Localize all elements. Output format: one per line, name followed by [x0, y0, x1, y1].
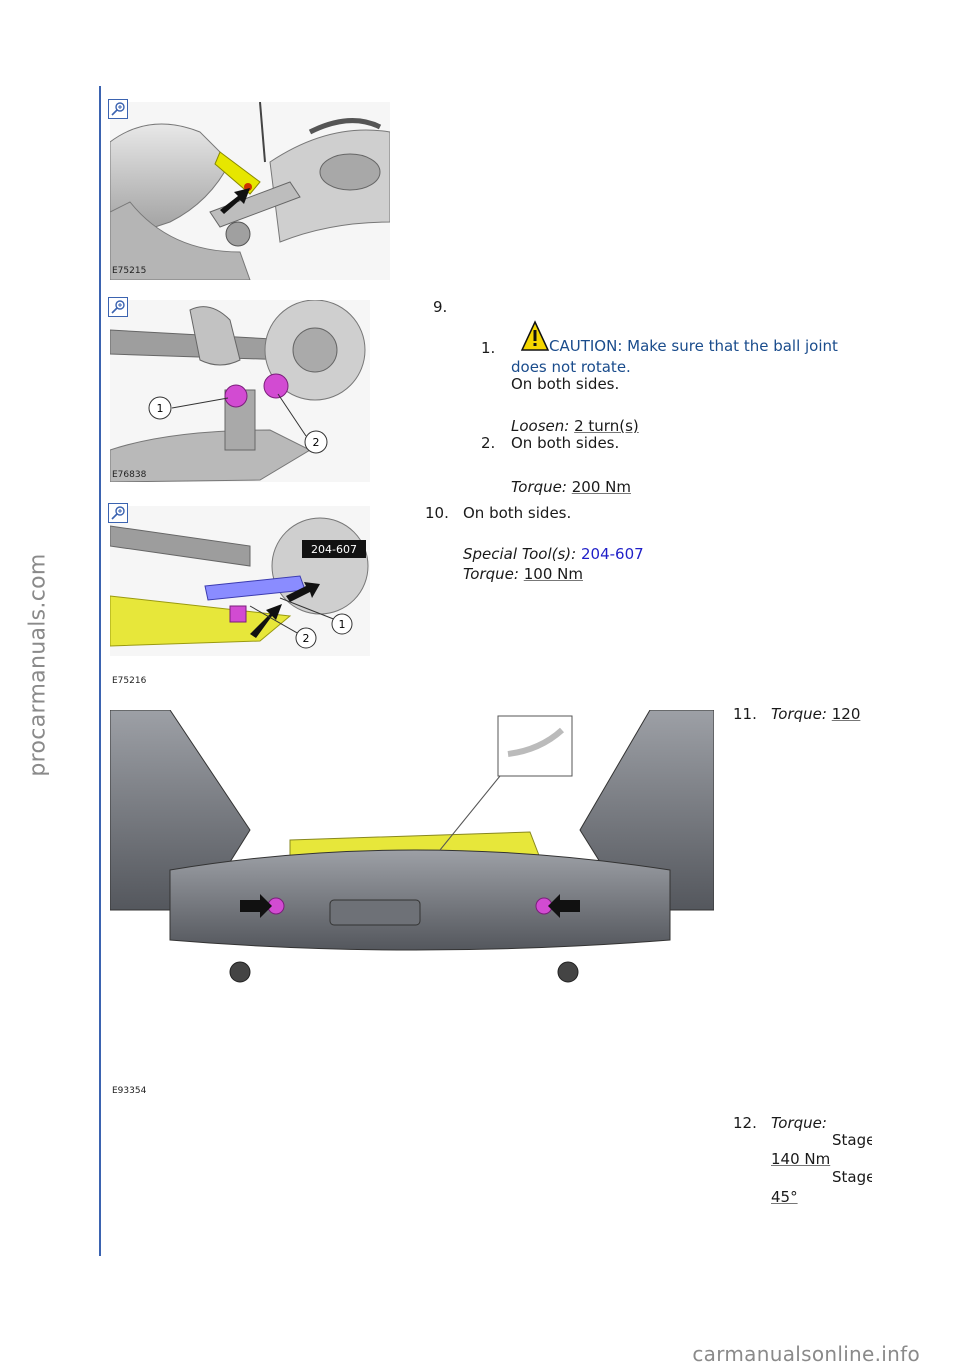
torque-value: 120 — [831, 705, 861, 723]
torque-label: Torque: — [771, 705, 827, 723]
watermark-bottom: carmanualsonline.info — [692, 1342, 920, 1366]
torque-spec-10: Torque: 100 Nm — [463, 565, 583, 583]
torque-label: Torque: — [771, 1114, 827, 1132]
step-9-2-number: 2. — [481, 434, 496, 452]
step-12-number: 12. — [733, 1114, 757, 1132]
figure-4-illustration — [110, 710, 714, 990]
figure-2-callout-2: 2 — [313, 436, 320, 449]
special-tool-spec: Special Tool(s): 204-607 — [463, 545, 644, 563]
figure-2-callout-1: 1 — [157, 402, 164, 415]
loosen-value: 2 turn(s) — [574, 417, 639, 435]
figure-3-callout-1: 1 — [339, 618, 346, 631]
figure-3-callout-2: 2 — [303, 632, 310, 645]
step-10-text: On both sides. — [463, 504, 572, 522]
figure-1-illustration — [110, 102, 390, 280]
figure-4: E93354 — [110, 710, 714, 1100]
zoom-icon[interactable] — [108, 503, 128, 523]
loosen-label: Loosen: — [511, 417, 570, 435]
step-9-1-number: 1. — [481, 339, 496, 357]
figure-2: 1 2 E76838 — [110, 300, 370, 482]
special-tool-label: Special Tool(s): — [463, 545, 577, 563]
figure-1-id: E75215 — [112, 266, 147, 276]
stage-1-value: 140 Nm — [771, 1150, 831, 1168]
loosen-spec: Loosen: 2 turn(s) — [511, 417, 639, 435]
figure-1: E75215 — [110, 102, 390, 280]
caution-icon — [520, 320, 550, 358]
zoom-icon[interactable] — [108, 297, 128, 317]
caution-line-1: CAUTION: Make sure that the ball joint — [549, 337, 838, 355]
stage-1-label: Stage — [832, 1131, 872, 1149]
torque-label: Torque: — [463, 565, 519, 583]
figure-3: 204-607 1 2 E75216 — [110, 506, 370, 690]
torque-value: 100 Nm — [523, 565, 583, 583]
torque-value: 200 Nm — [571, 478, 631, 496]
special-tool-link[interactable]: 204-607 — [581, 545, 644, 563]
torque-spec-11: Torque: 120 — [771, 705, 860, 723]
caution-line-2: does not rotate. — [511, 358, 631, 376]
torque-label: Torque: — [511, 478, 567, 496]
torque-spec-9-2: Torque: 200 Nm — [511, 478, 631, 496]
figure-4-id: E93354 — [112, 1086, 147, 1096]
margin-rule — [99, 86, 101, 1256]
step-10-number: 10. — [425, 504, 449, 522]
figure-3-id: E75216 — [112, 676, 147, 686]
stage-2-value: 45° — [771, 1188, 798, 1206]
step-9-1-text: On both sides. — [511, 375, 620, 393]
figure-2-illustration: 1 2 — [110, 300, 370, 482]
figure-2-id: E76838 — [112, 470, 147, 480]
stage-2-label: Stage — [832, 1168, 872, 1186]
step-11-number: 11. — [733, 705, 757, 723]
watermark-left: procarmanuals.com — [25, 553, 51, 777]
figure-3-tool-tag: 204-607 — [311, 543, 357, 556]
step-9-2-text: On both sides. — [511, 434, 620, 452]
step-9-number: 9. — [433, 298, 448, 316]
zoom-icon[interactable] — [108, 99, 128, 119]
figure-3-illustration: 204-607 1 2 — [110, 506, 370, 656]
